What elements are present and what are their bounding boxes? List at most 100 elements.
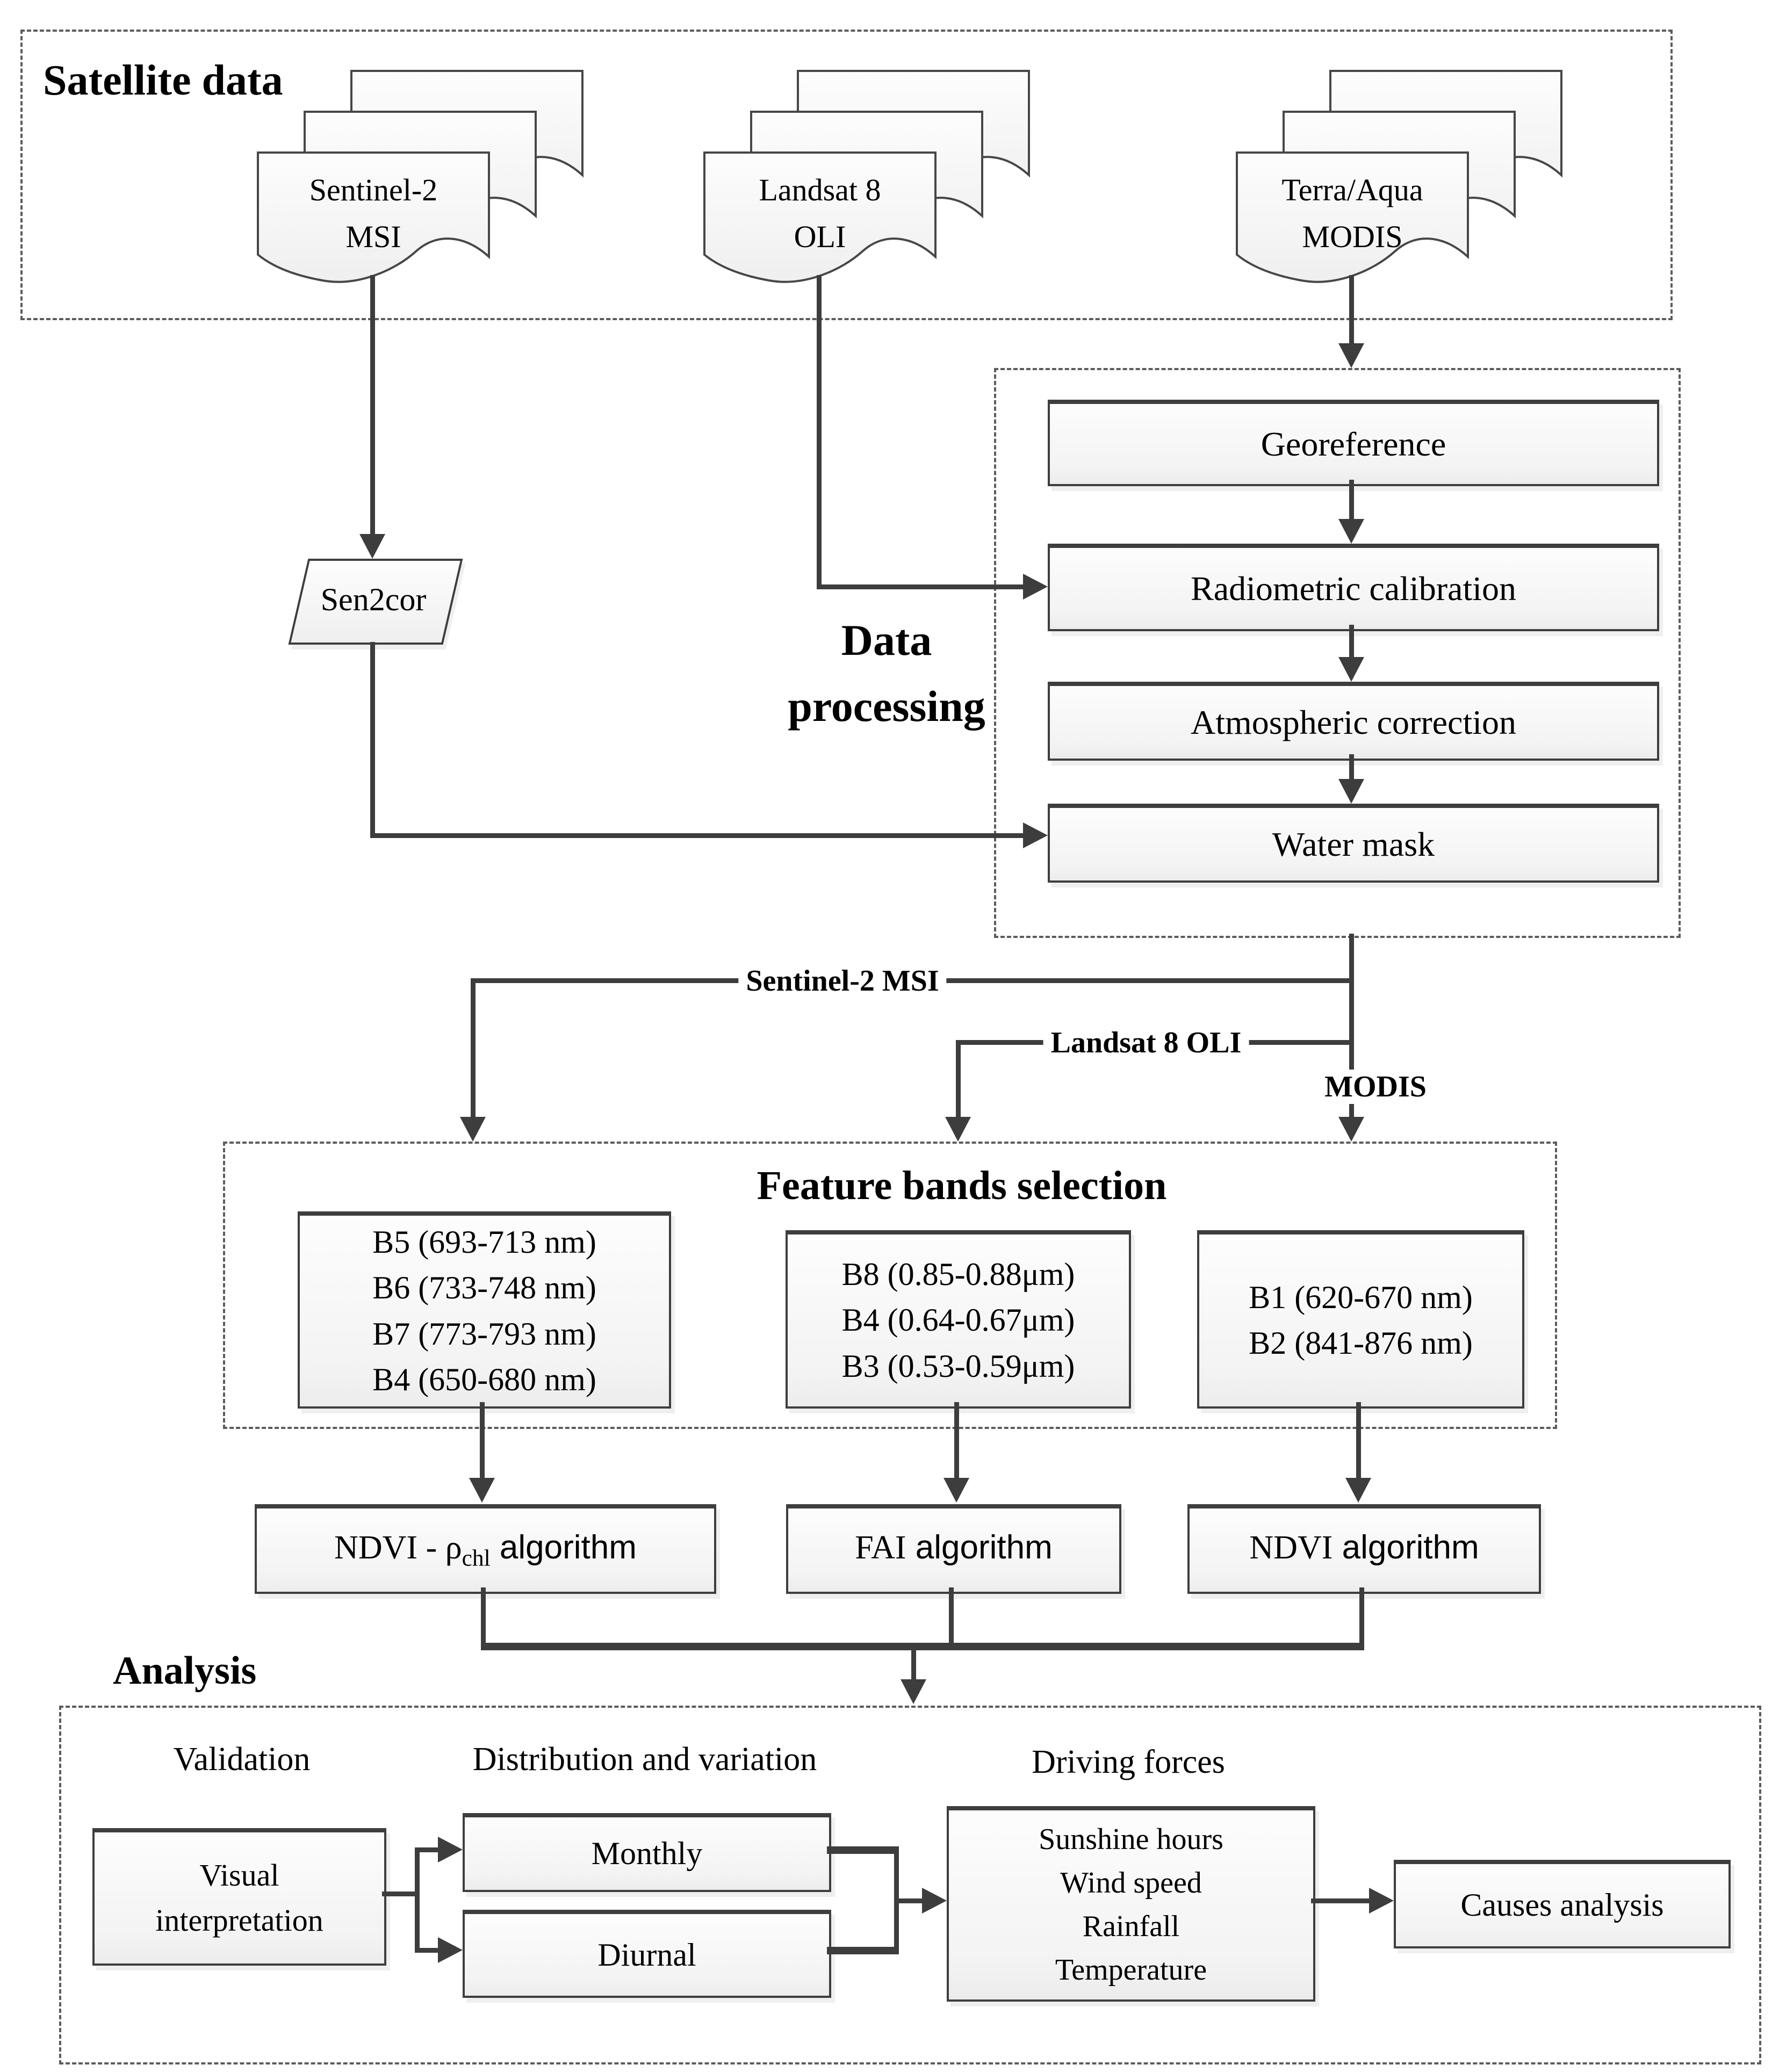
algorithm-fai-label: FAI algorithm bbox=[855, 1528, 1053, 1571]
branch-label-sentinel: Sentinel-2 MSI bbox=[738, 964, 947, 998]
connector-split-monthly bbox=[415, 1847, 440, 1852]
band-line: B6 (733-748 nm) bbox=[372, 1270, 596, 1306]
band-line: B4 (650-680 nm) bbox=[372, 1361, 596, 1397]
driving-line: Sunshine hours bbox=[1039, 1822, 1223, 1856]
algo-suffix: algorithm bbox=[1333, 1529, 1479, 1566]
algo-prefix: NDVI bbox=[1249, 1529, 1333, 1566]
connector-branch-landsat-v bbox=[956, 1040, 961, 1119]
diurnal-label: Diurnal bbox=[597, 1937, 696, 1973]
modis-doc-stack-icon bbox=[1236, 70, 1562, 283]
connector-diurnal-out bbox=[827, 1947, 899, 1954]
connector-sentinel-sen2cor bbox=[370, 275, 375, 536]
arrowhead bbox=[460, 1117, 486, 1142]
bands-landsat8-box: B8 (0.85-0.88μm) B4 (0.64-0.67μm) B3 (0.… bbox=[786, 1230, 1131, 1409]
connector-algo1-merge bbox=[481, 1587, 486, 1650]
connector-modis-processing bbox=[1349, 275, 1354, 345]
data-processing-region bbox=[994, 368, 1681, 938]
modis-doc-label-line2: MODIS bbox=[1302, 219, 1403, 254]
arrowhead bbox=[943, 1478, 969, 1503]
step-georeference: Georeference bbox=[1048, 400, 1659, 486]
branch-label-modis: MODIS bbox=[1317, 1070, 1434, 1104]
band-line: B4 (0.64-0.67μm) bbox=[841, 1302, 1075, 1338]
satellite-data-label: Satellite data bbox=[43, 57, 283, 104]
connector-visual-split bbox=[415, 1847, 420, 1953]
data-processing-label-line2: processing bbox=[788, 682, 985, 731]
distribution-variation-header: Distribution and variation bbox=[472, 1741, 817, 1778]
driving-forces-header: Driving forces bbox=[1032, 1744, 1225, 1780]
algorithm-ndvi-pchl-box: NDVI - ρchl algorithm bbox=[255, 1504, 716, 1594]
monthly-box: Monthly bbox=[463, 1813, 831, 1892]
step-radiometric-calibration-label: Radiometric calibration bbox=[1191, 569, 1516, 608]
connector-processing-trunk bbox=[1349, 934, 1354, 1119]
causes-analysis-box: Causes analysis bbox=[1394, 1860, 1731, 1948]
connector-sen2cor-down bbox=[370, 642, 375, 838]
arrowhead bbox=[1338, 657, 1364, 682]
arrowhead bbox=[1023, 574, 1048, 600]
connector-landsat-radiometric bbox=[817, 584, 1025, 589]
modis-doc-label-line1: Terra/Aqua bbox=[1281, 172, 1423, 207]
connector-algo2-merge bbox=[949, 1587, 954, 1650]
arrowhead bbox=[1338, 343, 1364, 368]
modis-doc-label: Terra/Aqua MODIS bbox=[1236, 167, 1469, 260]
band-line: B7 (773-793 nm) bbox=[372, 1316, 596, 1352]
bands-sentinel2-box: B5 (693-713 nm) B6 (733-748 nm) B7 (773-… bbox=[298, 1211, 671, 1409]
driving-forces-box: Sunshine hours Wind speed Rainfall Tempe… bbox=[947, 1806, 1315, 2002]
visual-line1: Visual bbox=[199, 1857, 279, 1893]
monthly-label: Monthly bbox=[591, 1836, 703, 1871]
step-water-mask-label: Water mask bbox=[1272, 825, 1435, 863]
arrowhead bbox=[1345, 1478, 1371, 1503]
band-line: B1 (620-670 nm) bbox=[1249, 1279, 1473, 1315]
bands-modis-box: B1 (620-670 nm) B2 (841-876 nm) bbox=[1197, 1230, 1524, 1409]
analysis-region bbox=[59, 1706, 1761, 2064]
connector-monthly-out bbox=[827, 1846, 899, 1854]
step-atmospheric-correction: Atmospheric correction bbox=[1048, 682, 1659, 761]
step-radiometric-calibration: Radiometric calibration bbox=[1048, 544, 1659, 631]
satellite-data-region bbox=[20, 30, 1673, 320]
algorithm-ndvi-label: NDVI algorithm bbox=[1249, 1528, 1479, 1571]
feature-bands-region bbox=[223, 1142, 1557, 1429]
connector-atmospheric-watermask bbox=[1349, 754, 1354, 781]
visual-interpretation-box: Visual interpretation bbox=[92, 1828, 386, 1966]
arrowhead bbox=[922, 1888, 947, 1914]
connector-branch-sentinel-v bbox=[471, 978, 476, 1119]
connector-driving-causes bbox=[1311, 1898, 1370, 1903]
arrowhead bbox=[438, 1837, 463, 1862]
driving-line: Temperature bbox=[1055, 1953, 1207, 1987]
step-georeference-label: Georeference bbox=[1261, 424, 1446, 463]
connector-bands3-algo3 bbox=[1356, 1402, 1361, 1480]
connector-sen2cor-watermask bbox=[370, 833, 1025, 838]
landsat8-doc-label: Landsat 8 OLI bbox=[703, 167, 937, 260]
sentinel2-doc-stack-icon bbox=[257, 70, 584, 283]
branch-label-landsat: Landsat 8 OLI bbox=[1043, 1026, 1249, 1060]
connector-split-diurnal bbox=[415, 1948, 440, 1953]
connector-merge-line bbox=[481, 1643, 1364, 1650]
connector-bands1-algo1 bbox=[480, 1402, 485, 1480]
connector-geo-radiometric bbox=[1349, 480, 1354, 522]
algo-prefix: NDVI - ρ bbox=[334, 1529, 462, 1566]
driving-line: Wind speed bbox=[1060, 1866, 1202, 1900]
connector-visual-out bbox=[382, 1891, 420, 1896]
landsat8-doc-stack-icon bbox=[703, 70, 1030, 283]
band-line: B8 (0.85-0.88μm) bbox=[841, 1257, 1075, 1293]
feature-bands-title: Feature bands selection bbox=[757, 1163, 1167, 1208]
arrowhead bbox=[945, 1117, 971, 1142]
algorithm-ndvi-pchl-label: NDVI - ρchl algorithm bbox=[334, 1528, 637, 1571]
diurnal-box: Diurnal bbox=[463, 1910, 831, 1998]
connector-landsat-down bbox=[817, 275, 822, 589]
driving-line: Rainfall bbox=[1082, 1910, 1180, 1943]
arrowhead bbox=[1338, 779, 1364, 804]
algo-suffix: algorithm bbox=[906, 1529, 1053, 1566]
connector-bands2-algo2 bbox=[954, 1402, 959, 1480]
data-processing-label: Data processing bbox=[693, 607, 1080, 739]
band-line: B2 (841-876 nm) bbox=[1249, 1325, 1473, 1361]
sentinel2-doc-label-line2: MSI bbox=[345, 219, 401, 254]
causes-analysis-label: Causes analysis bbox=[1460, 1887, 1664, 1923]
algo-suffix: algorithm bbox=[490, 1529, 637, 1566]
step-water-mask: Water mask bbox=[1048, 804, 1659, 883]
band-line: B5 (693-713 nm) bbox=[372, 1224, 596, 1260]
arrowhead bbox=[438, 1937, 463, 1963]
arrowhead bbox=[1338, 519, 1364, 544]
arrowhead bbox=[901, 1679, 926, 1704]
algo-sub: chl bbox=[462, 1545, 491, 1571]
